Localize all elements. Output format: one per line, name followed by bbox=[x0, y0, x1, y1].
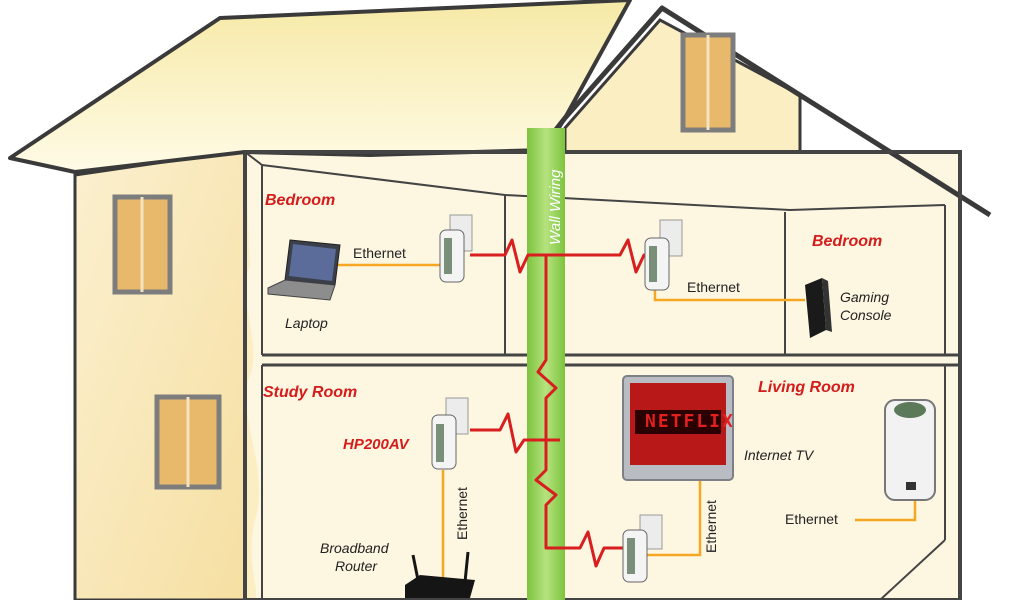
device-label-gaming-line1: Gaming bbox=[840, 289, 890, 305]
laptop-icon bbox=[267, 239, 341, 301]
device-label-router-line1: Broadband bbox=[320, 540, 389, 556]
gaming-console-icon bbox=[805, 278, 832, 338]
internet-tv-icon bbox=[622, 375, 734, 481]
device-label-internet-tv: Internet TV bbox=[744, 447, 814, 463]
attic-window bbox=[680, 32, 736, 133]
ethernet-label-laptop: Ethernet bbox=[353, 245, 406, 261]
router-icon bbox=[405, 551, 475, 598]
powerline-adapter-study bbox=[431, 397, 469, 470]
ethernet-label-tv: Ethernet bbox=[703, 500, 719, 553]
powerline-wiring bbox=[470, 238, 650, 568]
room-label-study-room: Study Room bbox=[263, 384, 358, 401]
device-label-router-line2: Router bbox=[335, 558, 378, 574]
tv-brand-logo: NETFLIX bbox=[645, 411, 735, 432]
upper-window bbox=[112, 194, 173, 295]
interior-cutaway bbox=[243, 150, 962, 600]
device-label-adapter-model: HP200AV bbox=[343, 436, 409, 453]
ethernet-label-router: Ethernet bbox=[454, 487, 470, 540]
room-label-bedroom-right: Bedroom bbox=[812, 233, 883, 250]
room-label-bedroom-left: Bedroom bbox=[265, 192, 336, 209]
ethernet-label-adapter: Ethernet bbox=[785, 511, 838, 527]
powerline-adapter-bedroom-right bbox=[644, 219, 683, 291]
powerline-adapter-bedroom bbox=[439, 214, 473, 283]
lower-window bbox=[154, 394, 222, 490]
room-label-living-room: Living Room bbox=[758, 379, 855, 396]
device-label-laptop: Laptop bbox=[285, 315, 328, 331]
wall-wiring-label: Wall Wiring bbox=[547, 169, 564, 245]
device-label-gaming-line2: Console bbox=[840, 307, 892, 323]
ethernet-label-console: Ethernet bbox=[687, 279, 740, 295]
powerline-adapter-standalone bbox=[884, 399, 936, 501]
powerline-adapter-living bbox=[622, 514, 663, 583]
